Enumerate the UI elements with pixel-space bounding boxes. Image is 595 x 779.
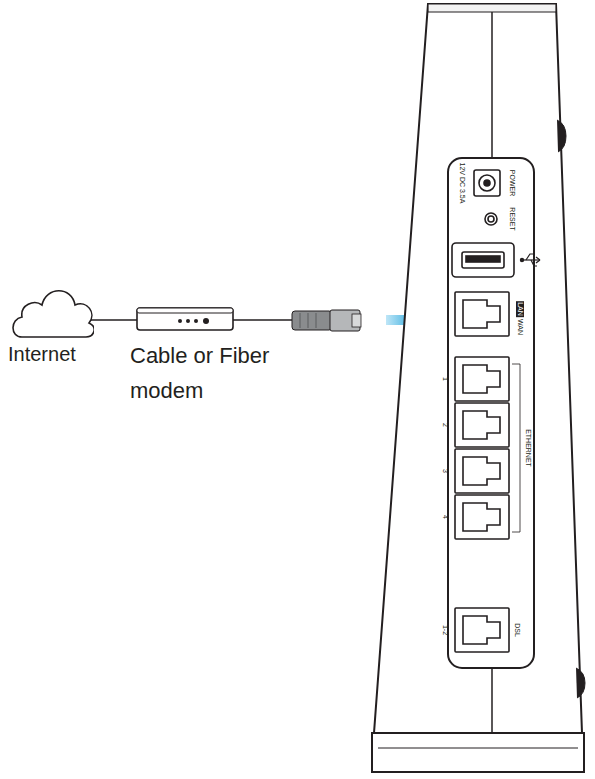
port-label: 4 <box>441 515 449 519</box>
port-label: RESET <box>508 207 516 230</box>
usb-symbol <box>520 254 540 266</box>
cloud-node: Internet <box>8 280 100 366</box>
power-jack <box>474 170 500 196</box>
cloud-shape <box>8 280 94 340</box>
rj45-ports <box>455 292 509 652</box>
port-label: 3 <box>441 469 449 473</box>
router-body <box>372 4 585 772</box>
ethernet-bracket <box>512 364 520 532</box>
port-label: 1-2 <box>441 625 449 635</box>
port-label: DSL <box>513 623 521 637</box>
port-label: 12V DC 3.5A <box>458 163 466 204</box>
port-label: ETHERNET <box>524 429 532 467</box>
connector-line <box>90 319 137 321</box>
cable <box>233 319 292 321</box>
reset-button <box>485 213 497 225</box>
node-label: Cable or Fiber modem <box>130 338 320 408</box>
node-label: Internet <box>8 342 100 366</box>
port-label: WAN <box>516 319 524 335</box>
usb-port <box>452 243 514 277</box>
port-label: LAN <box>516 301 524 317</box>
modem-node: Cable or Fiber modem <box>130 306 320 408</box>
modem-shape <box>136 306 240 334</box>
ethernet-plug <box>292 310 361 331</box>
port-label: 2 <box>441 423 449 427</box>
port-label: POWER <box>508 170 516 196</box>
port-label: 1 <box>441 377 449 381</box>
